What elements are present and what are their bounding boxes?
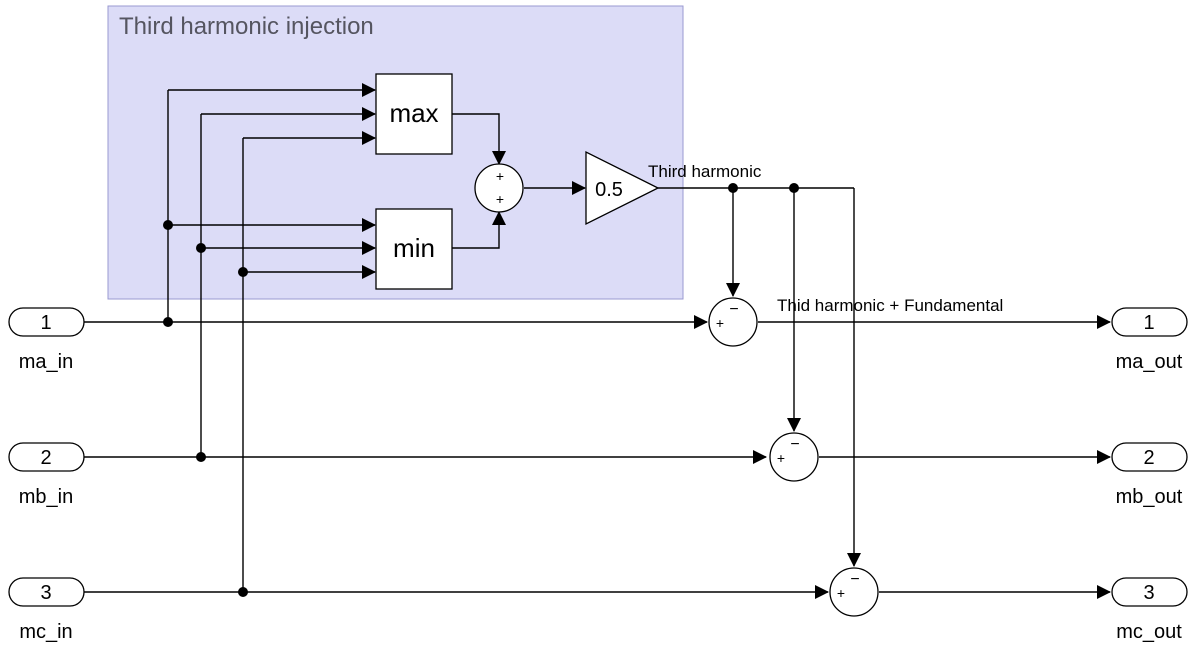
junction-dot (238, 587, 248, 597)
sum-sign: − (790, 436, 799, 453)
inport-name: mc_in (19, 621, 72, 643)
junction-dot (728, 183, 738, 193)
outport-mb[interactable]: 2 (1111, 442, 1188, 472)
sum-sign: + (716, 315, 724, 331)
inport-number: 3 (40, 582, 51, 604)
outport-name: mb_out (1116, 486, 1183, 508)
sum-sub-a-block[interactable]: + − (708, 297, 758, 347)
junction-dot (196, 243, 206, 253)
inport-number: 1 (40, 312, 51, 334)
sum-sign: + (496, 168, 504, 184)
inport-ma[interactable]: 1 (8, 307, 85, 337)
min-block[interactable]: min (375, 208, 453, 290)
signal-label-combined: Thid harmonic + Fundamental (777, 296, 1003, 315)
junction-dot (196, 452, 206, 462)
junction-dot (163, 220, 173, 230)
outport-name: mc_out (1116, 621, 1182, 643)
outport-ma[interactable]: 1 (1111, 307, 1188, 337)
inport-name: ma_in (19, 351, 73, 373)
max-block-label: max (389, 98, 438, 128)
junction-dot (238, 267, 248, 277)
outport-mc[interactable]: 3 (1111, 577, 1188, 607)
sum-sign: + (496, 191, 504, 207)
inport-name: mb_in (19, 486, 73, 508)
area-title: Third harmonic injection (119, 13, 374, 40)
outport-number: 1 (1143, 312, 1154, 334)
min-block-label: min (393, 233, 435, 263)
inport-mc[interactable]: 3 (8, 577, 85, 607)
inport-number: 2 (40, 447, 51, 469)
max-block[interactable]: max (375, 73, 453, 155)
sum-sub-c-block[interactable]: + − (829, 567, 879, 617)
sum-sign: + (777, 450, 785, 466)
outport-name: ma_out (1116, 351, 1183, 373)
junction-dot (163, 317, 173, 327)
outport-number: 3 (1143, 582, 1154, 604)
junction-dot (789, 183, 799, 193)
sum-sign: + (837, 585, 845, 601)
sum-sign: − (729, 301, 738, 318)
sum-add-block[interactable]: + + (474, 163, 524, 213)
gain-block[interactable]: 0.5 (585, 150, 660, 226)
outport-number: 2 (1143, 447, 1154, 469)
inport-mb[interactable]: 2 (8, 442, 85, 472)
sum-sign: − (850, 571, 859, 588)
sum-sub-b-block[interactable]: + − (769, 432, 819, 482)
gain-value: 0.5 (595, 179, 623, 201)
signal-label-third-harmonic: Third harmonic (648, 162, 762, 181)
